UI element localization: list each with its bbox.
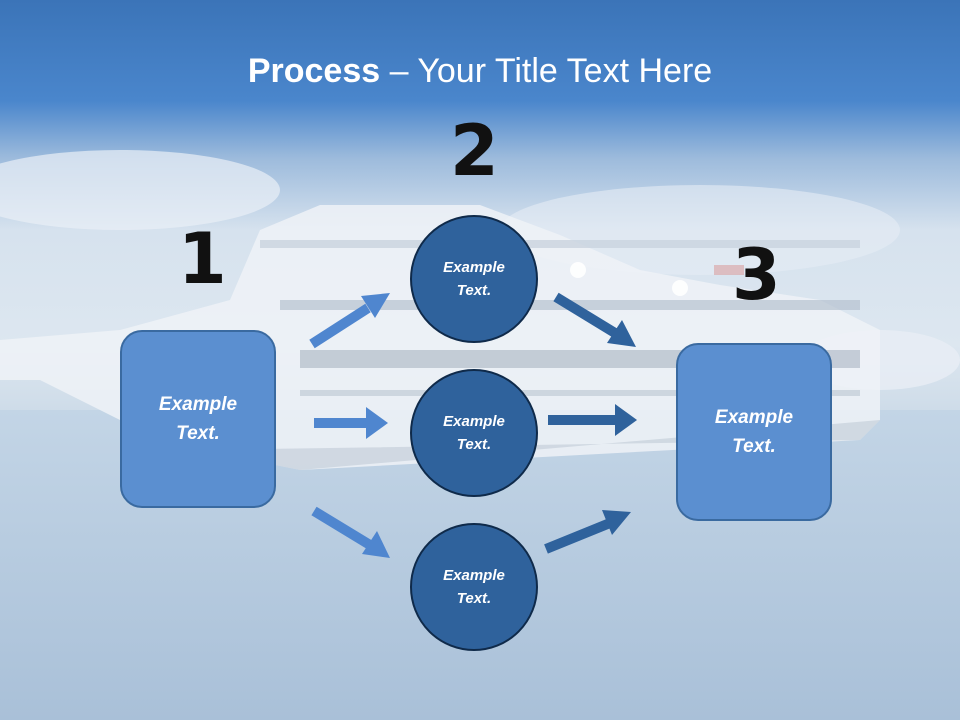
left-box-text: Example Text. xyxy=(158,394,238,444)
circle-middle-text: Example Text. xyxy=(443,413,505,453)
arrow-from-bottom-circle xyxy=(544,510,631,554)
arrow-to-bottom-circle xyxy=(311,506,390,558)
step-number-1: 1 xyxy=(178,218,227,300)
arrow-from-top-circle xyxy=(553,292,636,347)
step-number-3: 3 xyxy=(732,234,781,316)
left-box: Example Text. xyxy=(120,330,276,508)
title-bold: Process xyxy=(247,52,381,90)
circle-top-text: Example Text. xyxy=(443,259,505,299)
title-rest: – Your Title Text Here xyxy=(380,52,713,90)
arrow-to-top-circle xyxy=(309,293,390,349)
circle-bottom: Example Text. xyxy=(410,523,538,651)
circle-bottom-text: Example Text. xyxy=(443,567,505,607)
arrow-from-middle-circle xyxy=(548,404,637,436)
slide-title: Process – Your Title Text Here xyxy=(0,52,960,91)
circle-middle: Example Text. xyxy=(410,369,538,497)
right-box-text: Example Text. xyxy=(714,407,794,457)
circle-top: Example Text. xyxy=(410,215,538,343)
step-number-2: 2 xyxy=(450,110,499,192)
right-box: Example Text. xyxy=(676,343,832,521)
arrow-to-middle-circle xyxy=(314,407,388,439)
